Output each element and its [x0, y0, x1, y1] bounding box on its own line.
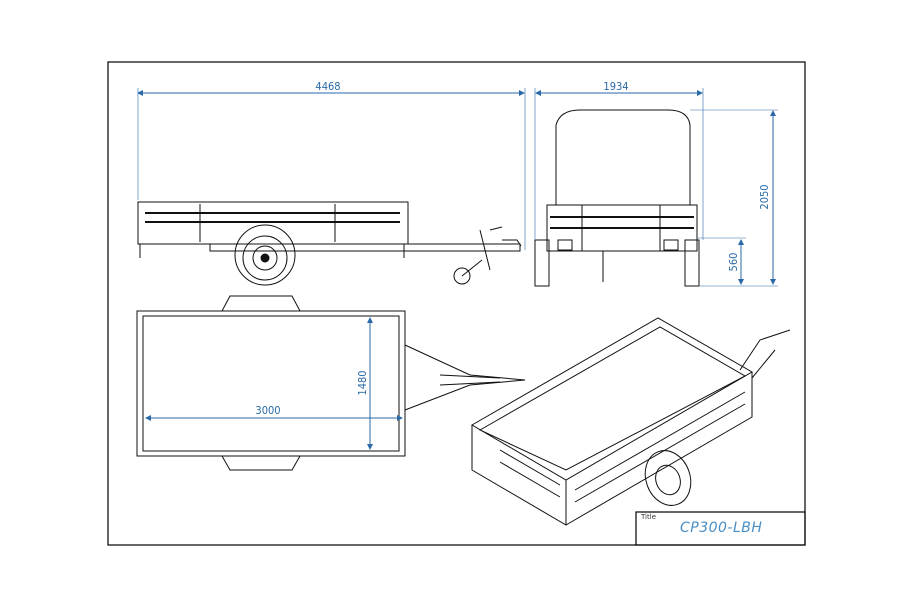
- dimension-overall-length: 4468: [315, 80, 340, 93]
- isometric-view: [471, 317, 791, 526]
- dimension-bed-length: 3000: [255, 404, 280, 417]
- dimension-bed-height: 560: [727, 253, 740, 272]
- dimension-overall-height: 2050: [758, 184, 771, 209]
- rear-view: [534, 109, 700, 287]
- drawing-border: [107, 61, 806, 546]
- title-block: [635, 511, 806, 546]
- dimension-bed-width: 1480: [356, 370, 369, 395]
- drawing-title: CP300-LBH: [680, 520, 763, 536]
- top-view: [136, 295, 526, 471]
- title-label: Title: [641, 513, 657, 521]
- dimension-overall-width: 1934: [603, 80, 628, 93]
- side-view: [137, 201, 522, 286]
